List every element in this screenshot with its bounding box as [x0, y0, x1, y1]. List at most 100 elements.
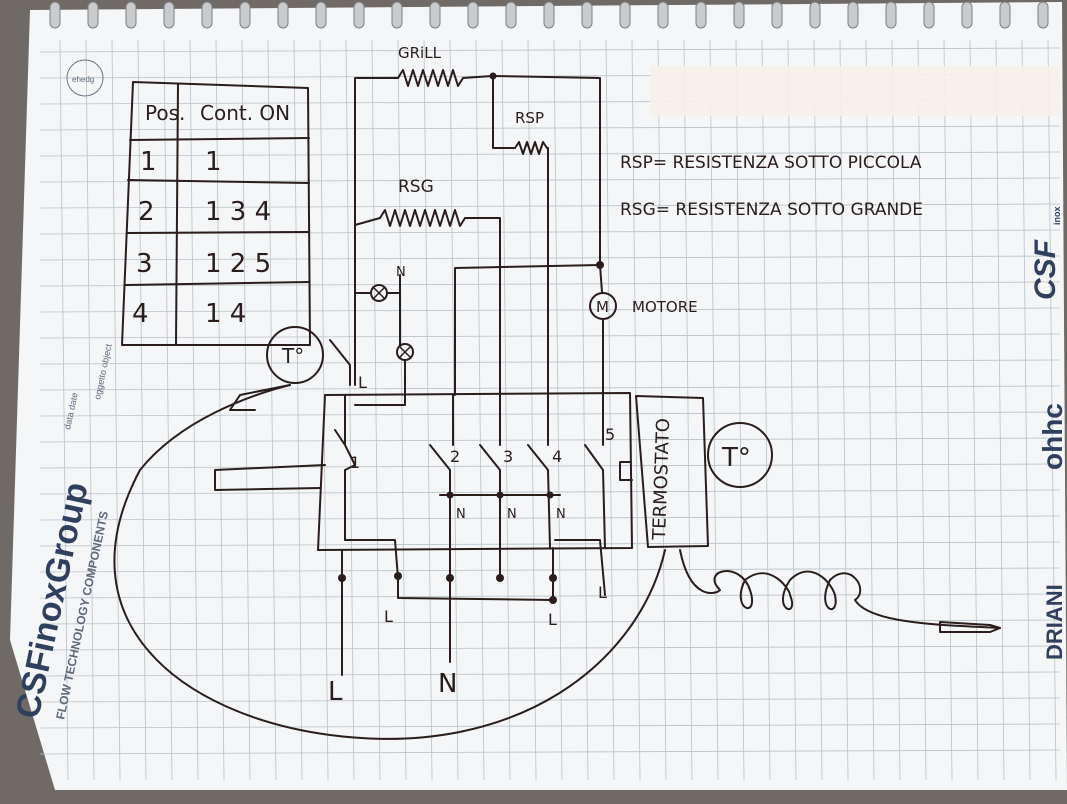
grid-line [39, 281, 1061, 287]
terminal-wire [554, 539, 606, 596]
spiral-ring [125, 1, 137, 29]
spiral-ring [581, 1, 593, 29]
spiral-ring [1037, 1, 1049, 29]
spiral-ring [543, 1, 555, 29]
circuit-wiring: GRiLL RSP RSG M MOTORE N T° [266, 44, 698, 406]
grid-line [761, 39, 771, 781]
grid-line [709, 39, 719, 781]
rsp-feed-wire [492, 75, 516, 149]
contact-label-1: 1 [350, 453, 360, 472]
grid-line [59, 39, 69, 781]
lamp-cross [372, 286, 386, 300]
capillary-coil [679, 549, 1001, 629]
legend-rsg: RSG= RESISTENZA SOTTO GRANDE [620, 200, 923, 220]
temp-symbol-left: T° [281, 344, 304, 368]
rsg-label: RSG [398, 177, 434, 197]
contact-label-4: 4 [552, 447, 562, 466]
grid-line [735, 39, 745, 781]
motor-letter: M [596, 298, 609, 316]
table-cell-pos: 2 [138, 197, 155, 227]
spiral-ring [277, 1, 289, 29]
grid-line [501, 39, 511, 781]
grid-line [293, 39, 303, 781]
junction-dot [546, 491, 554, 499]
spiral-ring [201, 1, 213, 29]
contact-4 [527, 394, 551, 549]
grid-line [423, 39, 433, 781]
grid-line [579, 39, 589, 781]
grid-line [39, 593, 1061, 599]
blurred-tape [650, 66, 1060, 116]
table-cell-pos: 3 [136, 249, 153, 279]
thermostat-label: TERMOSTATO [649, 418, 674, 541]
junction-dot [446, 491, 454, 499]
grid-line [371, 39, 381, 781]
legend: RSP= RESISTENZA SOTTO PICCOLA RSG= RESIS… [620, 153, 923, 220]
table-row-line [127, 179, 310, 184]
grid-line [39, 645, 1061, 651]
switch-box [317, 392, 633, 551]
table-header-cont: Cont. ON [200, 101, 290, 125]
thermostat: TERMOSTATO T° [113, 384, 1001, 740]
neutral-label: N [507, 507, 517, 522]
spiral-ring [771, 1, 783, 29]
spiral-ring [353, 1, 365, 29]
grid-line [345, 39, 355, 781]
switch-block: 1 2 3 4 5 N N N L L L L N [214, 392, 633, 707]
grid-line [39, 307, 1061, 313]
spiral-ring [847, 1, 859, 29]
thermal-switch-l: L [358, 373, 367, 392]
grid-line [189, 39, 199, 781]
ehedg-seal [66, 59, 104, 97]
grid-line [111, 39, 121, 781]
side-brands: CSF inox ohhc DRIANI [650, 66, 1067, 660]
grid-line [39, 125, 1061, 131]
temp-sensor-right [707, 422, 773, 488]
grid-line [39, 463, 1061, 469]
grid-line [969, 39, 979, 781]
capillary-loop [113, 384, 666, 740]
grid-line [267, 39, 277, 781]
grid-line [163, 39, 173, 781]
rsg-feed-wire [354, 217, 381, 226]
grid-line [397, 39, 407, 781]
table-cell-cont: 1 3 4 [205, 197, 271, 227]
grid-line [917, 39, 927, 781]
grid-line [839, 39, 849, 781]
grid-line [605, 39, 615, 781]
grid-line [39, 619, 1061, 625]
terminal-l-label: L [598, 583, 607, 602]
lamp-wire [354, 359, 406, 406]
spiral-ring [961, 1, 973, 29]
terminal-dot [338, 574, 346, 582]
contact-3 [479, 394, 501, 549]
spiral-ring [923, 1, 935, 29]
grid-line [39, 385, 1061, 391]
spiral-ring [619, 1, 631, 29]
lamp-cross [398, 345, 412, 359]
bridge-l-label-right: L [548, 610, 557, 629]
table-border [121, 81, 311, 346]
grid-line [137, 39, 147, 781]
grid-line [39, 333, 1061, 339]
grid-line [891, 39, 901, 781]
grid-line [39, 47, 1061, 53]
spiral-ring [315, 1, 327, 29]
mains-n-label: N [438, 669, 457, 699]
grid-line [39, 203, 1061, 209]
grid-line [39, 567, 1061, 573]
thermostat-body [635, 395, 709, 548]
grill-feed-wire [354, 77, 399, 386]
motor-feed-wire [454, 264, 601, 396]
grid-line [39, 749, 1061, 755]
bridge-l-label-left: L [384, 607, 393, 626]
grid-line [1021, 39, 1031, 781]
grid-line [39, 437, 1061, 443]
spiral-binding [49, 1, 1049, 29]
table-cell-cont: 1 2 5 [205, 249, 271, 279]
side-brand-sub: inox [1052, 206, 1062, 225]
switch-shaft [214, 464, 326, 491]
terminal-dot [496, 574, 504, 582]
